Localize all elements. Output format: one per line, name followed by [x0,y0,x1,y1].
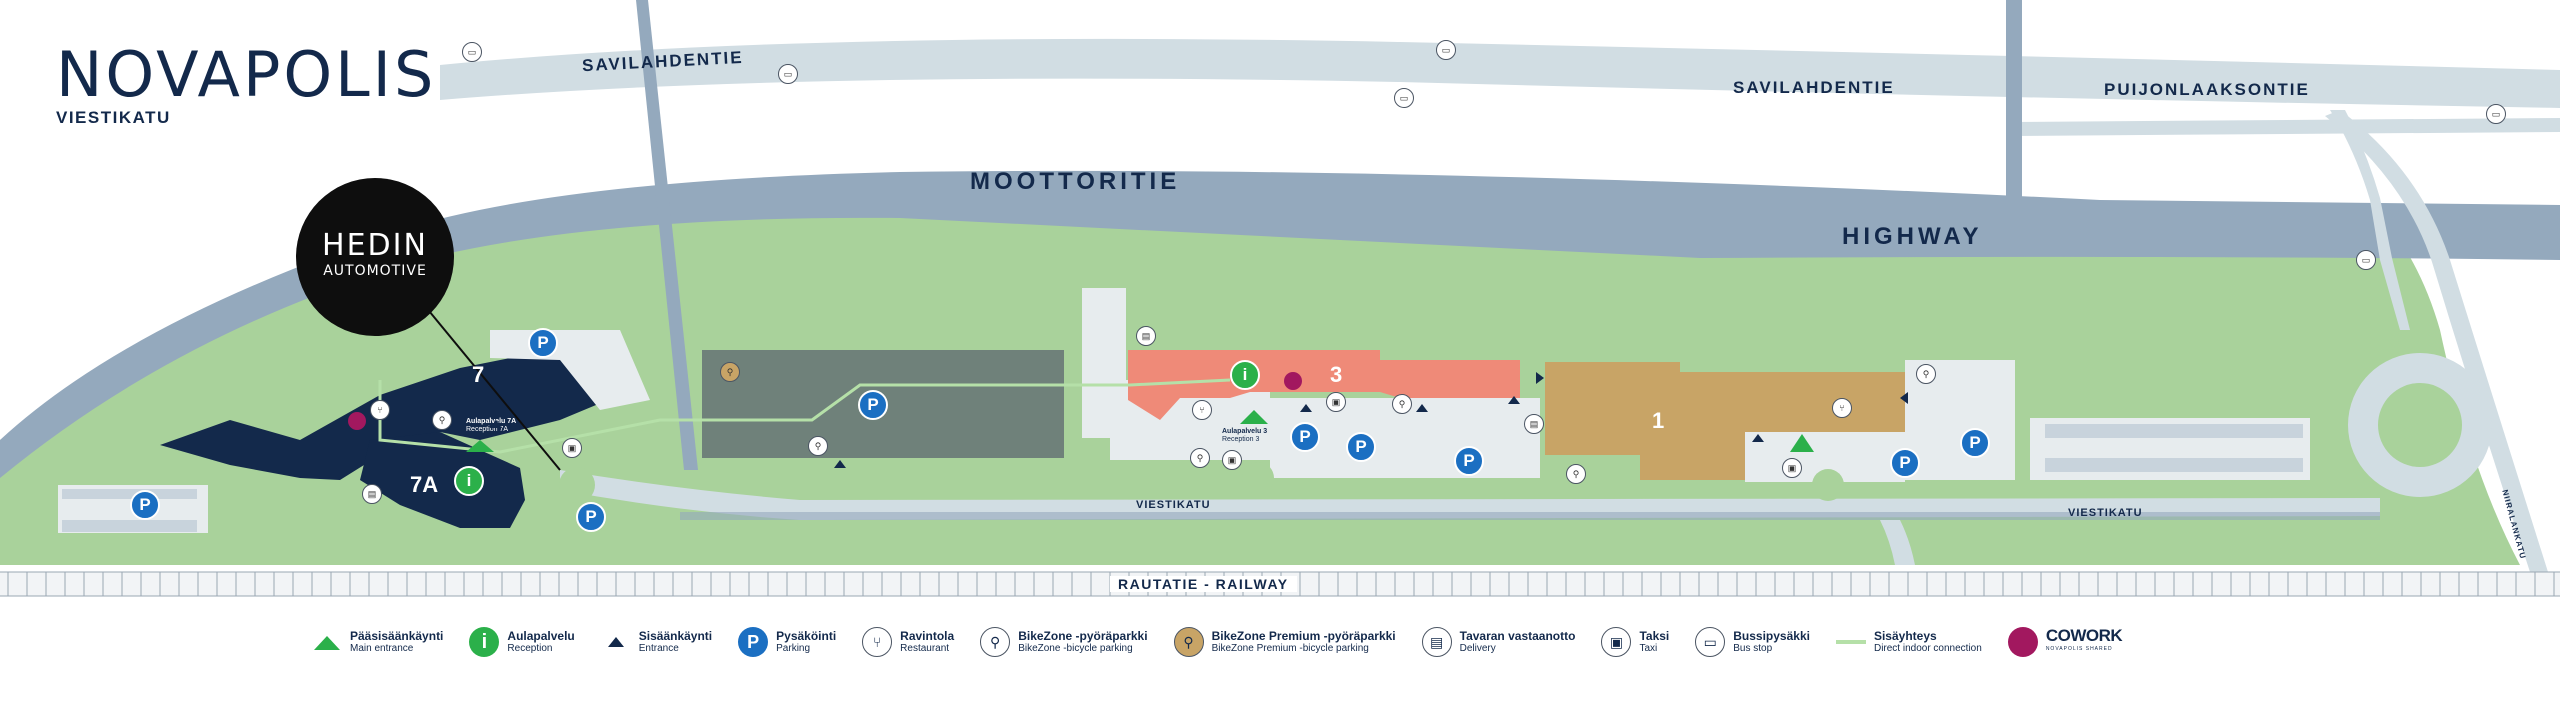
road-label-viestikatu-east: VIESTIKATU [2068,507,2143,519]
bicycle-parking-icon[interactable]: ⚲ [808,436,828,456]
viestikatu-road [560,470,2380,520]
parking-pin[interactable]: P [528,328,558,358]
road-label-puijonlaaksontie: PUIJONLAAKSONTIE [2104,80,2310,99]
bikezone-premium-icon[interactable]: ⚲ [720,362,740,382]
bus-stop-icon[interactable]: ▭ [1436,40,1456,60]
highway-road [0,170,2560,479]
bus-stop-icon: ▭ [1693,625,1727,659]
building-7a [360,432,525,528]
road-label-railway: RAUTATIE - RAILWAY [1110,576,1297,592]
indoor-connection-line [378,378,1231,454]
hedin-automotive-badge: HEDIN AUTOMOTIVE [296,178,454,336]
reception-pin-7a[interactable]: i [454,466,484,496]
bicycle-parking-icon[interactable]: ⚲ [1916,364,1936,384]
taxi-icon[interactable]: ▣ [1326,392,1346,412]
parking-pin[interactable]: P [1454,446,1484,476]
bicycle-parking-icon: ⚲ [978,625,1012,659]
cowork-pin[interactable] [1284,372,1302,390]
parking-pin[interactable]: P [858,390,888,420]
taxi-icon[interactable]: ▣ [1222,450,1242,470]
reception-7a-label: Aulapalvelu 7A Reception 7A [466,418,517,433]
hedin-pointer [419,299,561,471]
bicycle-parking-icon[interactable]: ⚲ [1566,464,1586,484]
vertical-road-east [2006,0,2022,210]
entrance-icon [599,625,633,659]
taxi-icon[interactable]: ▣ [562,438,582,458]
building-1 [1545,362,1908,480]
hedin-title: HEDIN [322,228,428,263]
building-7 [160,352,618,480]
main-entrance-icon [310,625,344,659]
bus-stop-icon[interactable]: ▭ [778,64,798,84]
railway-ties [0,571,2560,597]
building-label-7a: 7A [410,472,439,497]
cowork-pin[interactable] [348,412,366,430]
brand-logo: NOVAPOLIS VIESTIKATU [56,44,436,128]
restaurant-icon: ⑂ [860,625,894,659]
delivery-icon[interactable]: ▤ [1136,326,1156,346]
taxi-icon[interactable]: ▣ [1782,458,1802,478]
puijonlaaksontie-road [2010,118,2560,136]
east-connector-road [2330,110,2410,330]
vertical-road-west [636,0,698,470]
parking-icon: P [736,625,770,659]
restaurant-icon[interactable]: ⑂ [1832,398,1852,418]
reception-3-label: Aulapalvelu 3 Reception 3 [1222,428,1268,443]
restaurant-icon[interactable]: ⑂ [1192,400,1212,420]
parking-pin[interactable]: P [1346,432,1376,462]
bikezone-premium-icon: ⚲ [1172,625,1206,659]
savilahdentie-road [440,38,2560,108]
bus-stop-icon[interactable]: ▭ [2356,250,2376,270]
cowork-icon [2006,625,2040,659]
building-3 [1128,350,1520,420]
bus-stop-icon[interactable]: ▭ [2486,104,2506,124]
bus-stop-icon[interactable]: ▭ [462,42,482,62]
parking-pin[interactable]: P [1290,422,1320,452]
reception-icon: i [467,625,501,659]
building-label-1: 1 [1652,408,1665,433]
bus-stop-icon[interactable]: ▭ [1394,88,1414,108]
brand-subtitle: VIESTIKATU [56,108,171,127]
delivery-icon[interactable]: ▤ [1524,414,1544,434]
parking-pin[interactable]: P [130,490,160,520]
building-label-7: 7 [472,362,485,387]
delivery-icon: ▤ [1420,625,1454,659]
hedin-subtitle: AUTOMOTIVE [323,263,427,279]
restaurant-icon[interactable]: ⑂ [370,400,390,420]
building-label-3: 3 [1330,362,1343,387]
road-label-viestikatu-west: VIESTIKATU [1136,499,1211,511]
bicycle-parking-icon[interactable]: ⚲ [1190,448,1210,468]
parking-pin[interactable]: P [576,502,606,532]
reception-pin-3[interactable]: i [1230,360,1260,390]
indoor-connection-icon [1834,625,1868,659]
delivery-icon[interactable]: ▤ [362,484,382,504]
road-label-savilahdentie-east: SAVILAHDENTIE [1733,78,1895,97]
taxi-icon: ▣ [1599,625,1633,659]
parking-pin[interactable]: P [1960,428,1990,458]
bicycle-parking-icon[interactable]: ⚲ [1392,394,1412,414]
road-label-moottoritie: MOOTTORITIE [970,168,1181,195]
brand-name: NOVAPOLIS [56,38,437,111]
bicycle-parking-icon[interactable]: ⚲ [432,410,452,430]
road-label-highway: HIGHWAY [1842,223,1983,250]
parking-pin[interactable]: P [1890,448,1920,478]
niiralankatu-road [2325,110,2548,572]
